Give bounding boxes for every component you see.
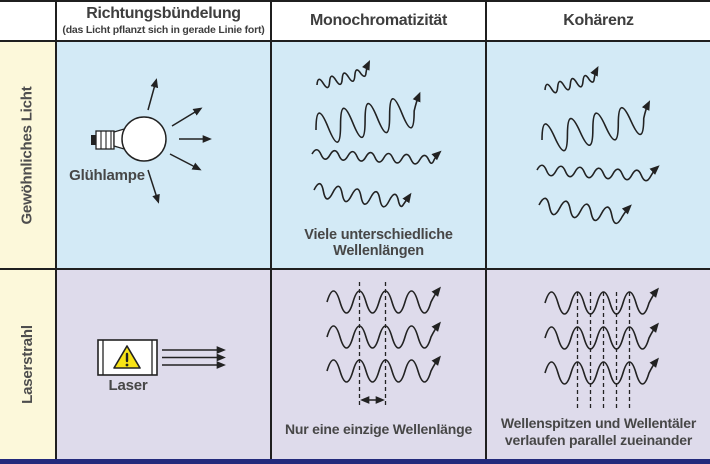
wavelength-dashed-lines (358, 282, 387, 405)
cell-laser-coherence: Wellenspitzen und Wellentäler verlaufen … (487, 270, 710, 459)
caption-parallel-peaks: Wellenspitzen und Wellentäler verlaufen … (500, 415, 697, 449)
bottom-accent-bar (0, 459, 710, 464)
caption-single-wavelength: Nur eine einzige Wellenlänge (284, 421, 473, 437)
mixed-wavelength-waves-icon (311, 60, 442, 208)
header-monochromaticity-title: Monochromatizität (309, 11, 448, 29)
header-direction-title: Richtungsbündelung (86, 5, 241, 23)
header-monochromaticity: Monochromatizität (272, 2, 487, 42)
single-wavelength-waves-icon (326, 282, 441, 405)
parallel-beam-arrows-icon (162, 346, 226, 369)
row-label-ordinary-light: Gewöhnliches Licht (0, 42, 57, 270)
cell-ordinary-monochromaticity: Viele unterschiedliche Wellenlängen (272, 42, 487, 270)
header-corner-cell (0, 2, 57, 42)
cell-laser-direction: Laser (57, 270, 272, 459)
row-label-ordinary-light-text: Gewöhnliches Licht (19, 85, 36, 225)
cell-laser-monochromaticity: Nur eine einzige Wellenlänge (272, 270, 487, 459)
laser-device-icon (97, 339, 226, 376)
cell-ordinary-direction: Glühlampe (57, 42, 272, 270)
caption-laser: Laser (108, 377, 148, 394)
phase-dashed-lines (576, 292, 631, 410)
header-direction: Richtungsbündelung (das Licht pflanzt si… (57, 2, 272, 42)
cell-ordinary-coherence (487, 42, 710, 270)
bulb-glass (121, 116, 167, 162)
row-label-laser-text: Laserstrahl (19, 325, 36, 404)
header-coherence-title: Kohärenz (563, 11, 634, 29)
lightbulb-icon (91, 78, 212, 204)
caption-gluehlampe: Glühlampe (69, 167, 145, 184)
bulb-contact-tip (91, 135, 96, 145)
coherent-waves-icon (544, 287, 659, 410)
radiating-arrows-icon (147, 78, 212, 204)
incoherent-waves-icon (536, 65, 660, 225)
row-label-laser: Laserstrahl (0, 270, 57, 459)
caption-many-wavelengths: Viele unterschiedliche Wellenlängen (304, 226, 453, 260)
header-coherence: Kohärenz (487, 2, 710, 42)
header-direction-subtitle: (das Licht pflanzt sich in gerade Linie … (62, 23, 265, 36)
